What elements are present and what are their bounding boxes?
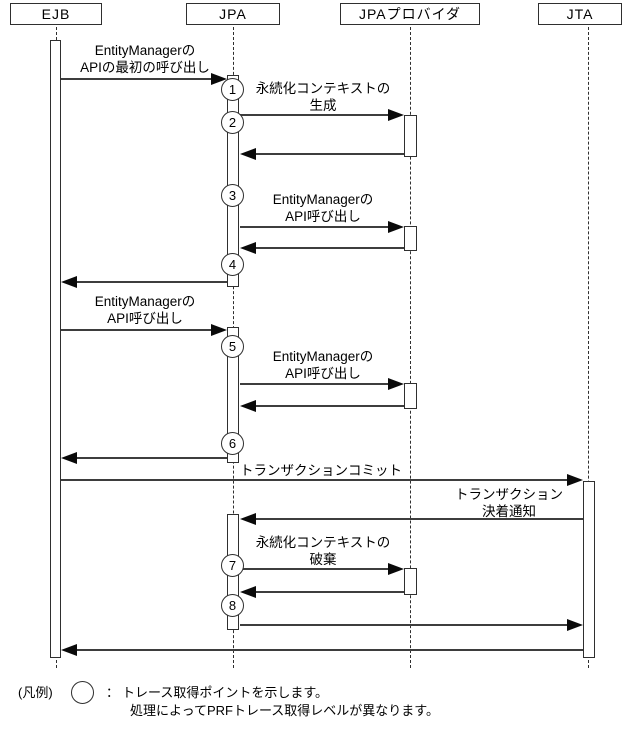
trace-point-4: 4 [221,253,244,276]
trace-point-8: 8 [221,594,244,617]
label-api-call-1-line2: API呼び出し [285,209,361,224]
arrowhead-return2 [240,148,256,160]
label-msg1-line2: APIの最初の呼び出し [80,60,210,75]
label-destroy-context: 永続化コンテキストの 破棄 [242,534,404,568]
arrow-line-return4 [77,281,227,283]
arrowhead-return4 [61,276,77,288]
activation-provider-3 [404,383,417,409]
activation-jpa-2 [227,327,239,463]
label-api-call-1: EntityManagerの API呼び出し [242,191,404,225]
activation-provider-1 [404,115,417,157]
activation-provider-2 [404,226,417,251]
label-api-call-2: EntityManagerの API呼び出し [55,293,235,327]
arrow-line-final-return [77,649,583,651]
arrow-line-return7 [256,591,404,593]
arrow-line-msg8 [240,624,567,626]
arrow-line-return2 [256,153,404,155]
activation-jta [583,481,595,658]
trace-point-2: 2 [221,111,244,134]
trace-point-3: 3 [221,184,244,207]
lifeline-header-jta: JTA [538,3,622,25]
arrowhead-msg4 [211,324,227,336]
legend-line1: トレース取得ポイントを示します。 [122,685,329,700]
arrow-line-msg4 [61,329,211,331]
label-api-call-2-line1: EntityManagerの [94,294,196,309]
label-notify-line1: トランザクション [455,487,563,502]
label-api-call-3-line1: EntityManagerの [272,349,374,364]
arrowhead-return6 [61,452,77,464]
arrowhead-return3 [240,242,256,254]
arrowhead-return5 [240,400,256,412]
label-commit-line1: トランザクションコミット [240,463,402,478]
label-msg1: EntityManagerの APIの最初の呼び出し [55,42,235,76]
label-commit: トランザクションコミット [238,462,404,479]
arrow-line-notify [256,518,583,520]
label-create-context: 永続化コンテキストの 生成 [242,80,404,114]
arrowhead-notify [240,513,256,525]
label-api-call-1-line1: EntityManagerの [272,192,374,207]
label-msg1-line1: EntityManagerの [94,43,196,58]
arrowhead-msg8 [567,619,583,631]
arrow-line-commit [61,479,567,481]
trace-point-6: 6 [221,432,244,455]
label-destroy-line2: 破棄 [309,552,337,567]
arrow-line-destroy [240,568,388,570]
arrow-line-msg2 [240,114,388,116]
legend-trace-point-icon [71,681,94,704]
arrowhead-commit [567,474,583,486]
arrowhead-return7 [240,586,256,598]
activation-provider-4 [404,568,417,595]
arrowhead-msg3 [388,221,404,233]
label-create-line1: 永続化コンテキストの [255,81,391,96]
lifeline-header-ejb: EJB [10,3,102,25]
arrowhead-destroy [388,563,404,575]
trace-point-7: 7 [221,554,244,577]
arrow-line-msg5 [240,383,388,385]
arrow-line-return6 [77,457,227,459]
arrowhead-msg5 [388,378,404,390]
arrow-line-return5 [256,405,404,407]
label-api-call-3-line2: API呼び出し [285,366,361,381]
label-api-call-3: EntityManagerの API呼び出し [242,348,404,382]
label-notify-line2: 決着通知 [482,504,536,519]
legend-title: (凡例) [18,685,53,700]
trace-point-5: 5 [221,335,244,358]
label-destroy-line1: 永続化コンテキストの [255,535,391,550]
lifeline-jpa-provider [410,27,411,668]
label-api-call-2-line2: API呼び出し [107,311,183,326]
label-create-line2: 生成 [309,98,337,113]
arrowhead-msg2 [388,109,404,121]
arrow-line-return3 [256,247,404,249]
legend-separator: ： [106,685,120,700]
activation-ejb [50,40,61,658]
arrowhead-final-return [61,644,77,656]
arrow-line-msg1 [61,78,211,80]
lifeline-header-jpa: JPA [186,3,280,25]
label-notify: トランザクション 決着通知 [438,486,580,520]
trace-point-1: 1 [221,78,244,101]
arrow-line-msg3 [240,226,388,228]
lifeline-header-jpa-provider: JPAプロバイダ [340,3,480,25]
lifeline-jta [588,27,589,668]
legend-line2: 処理によってPRFトレース取得レベルが異なります。 [130,703,440,718]
